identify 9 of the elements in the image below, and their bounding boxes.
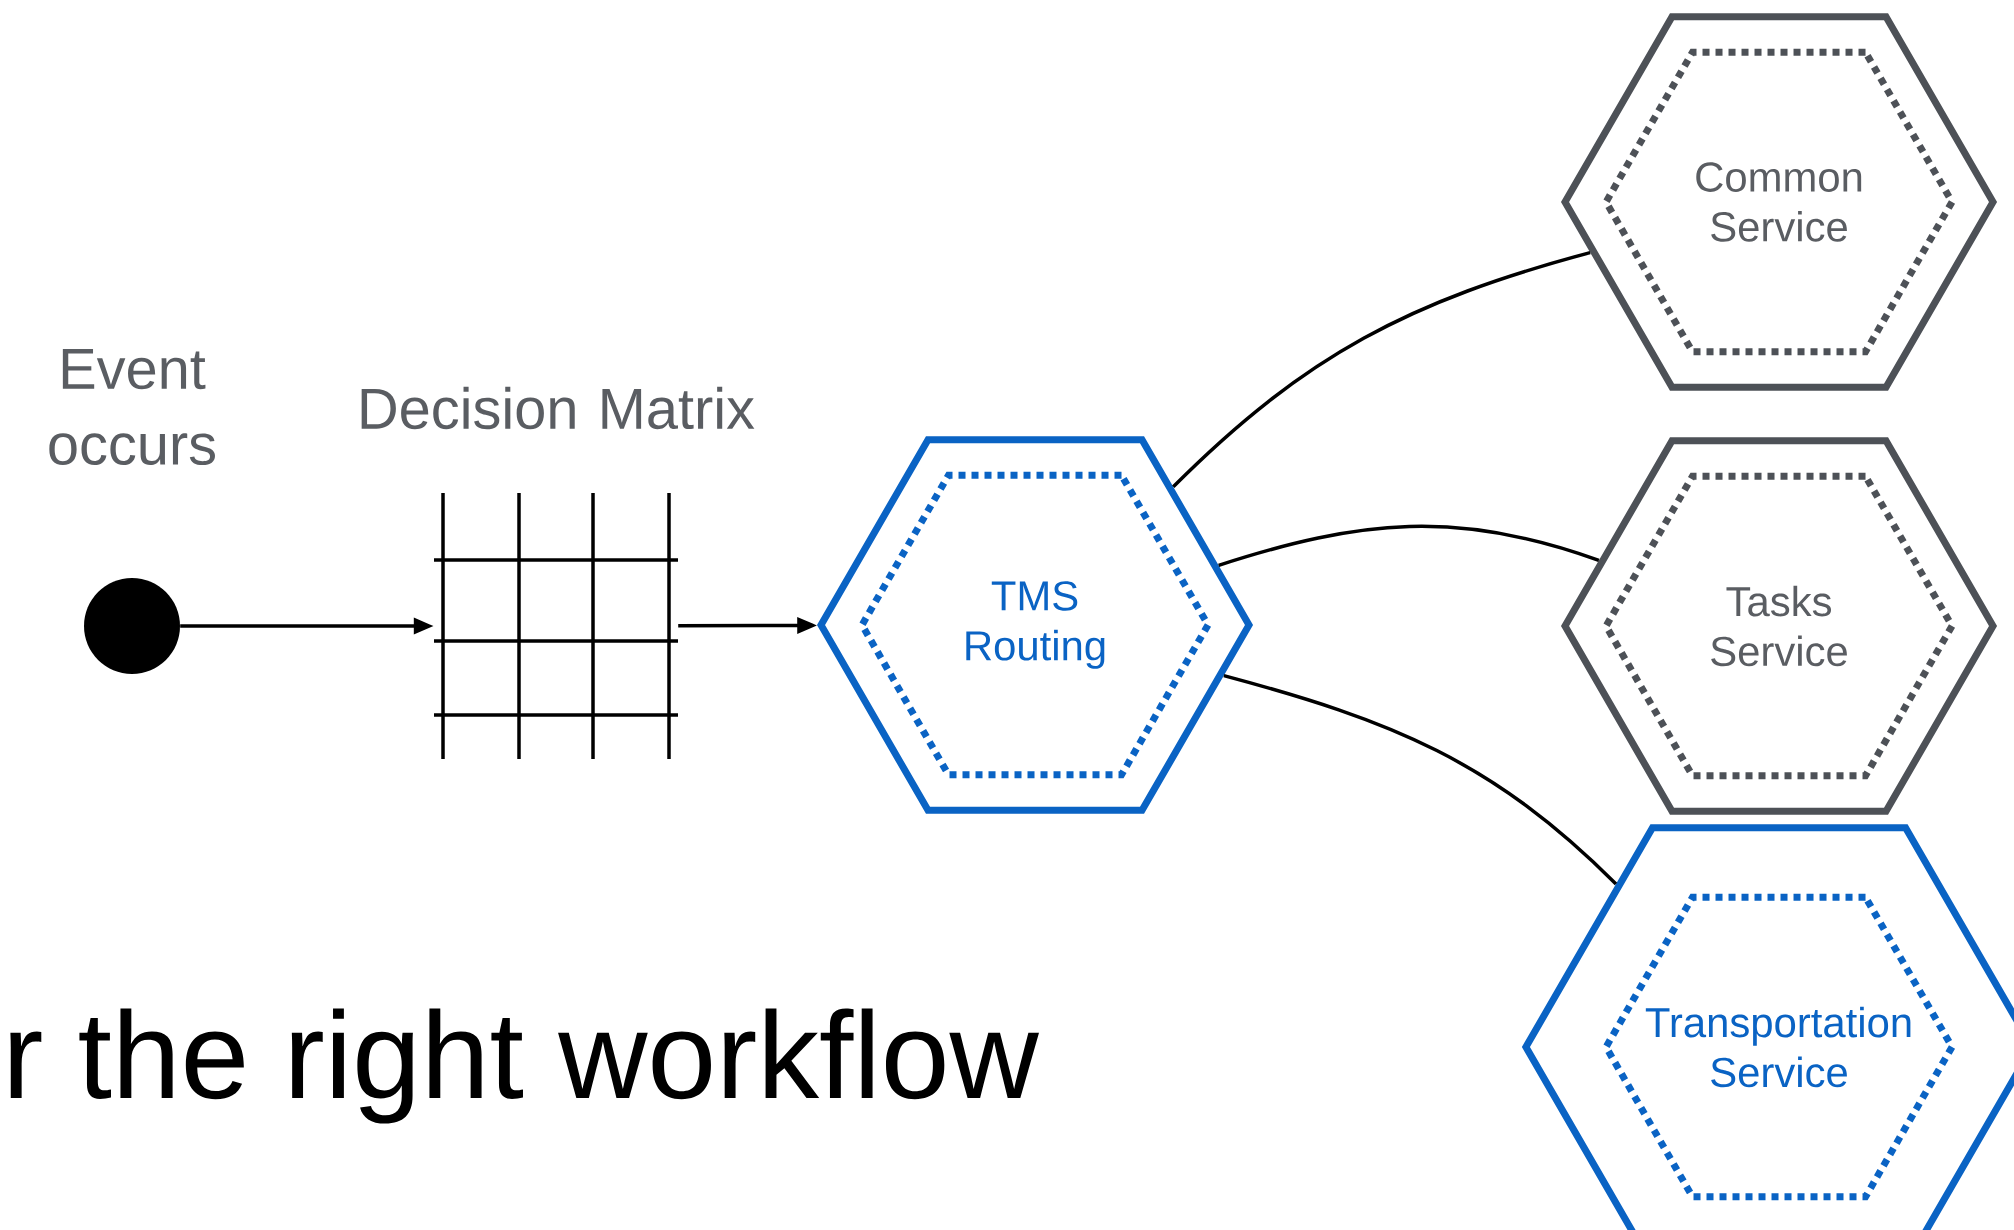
node-caption: Event occurs (49, 349, 215, 465)
service-hexagon: Transportation Service (1521, 824, 2014, 1230)
node-caption: Decision Matrix (361, 386, 755, 430)
heading-text: r the right workflow (10, 1008, 1039, 1124)
connector (1218, 524, 1600, 568)
connector (1172, 250, 1591, 488)
start-dot (84, 578, 180, 674)
connector (1223, 673, 1618, 886)
decision-matrix-grid (434, 493, 678, 759)
